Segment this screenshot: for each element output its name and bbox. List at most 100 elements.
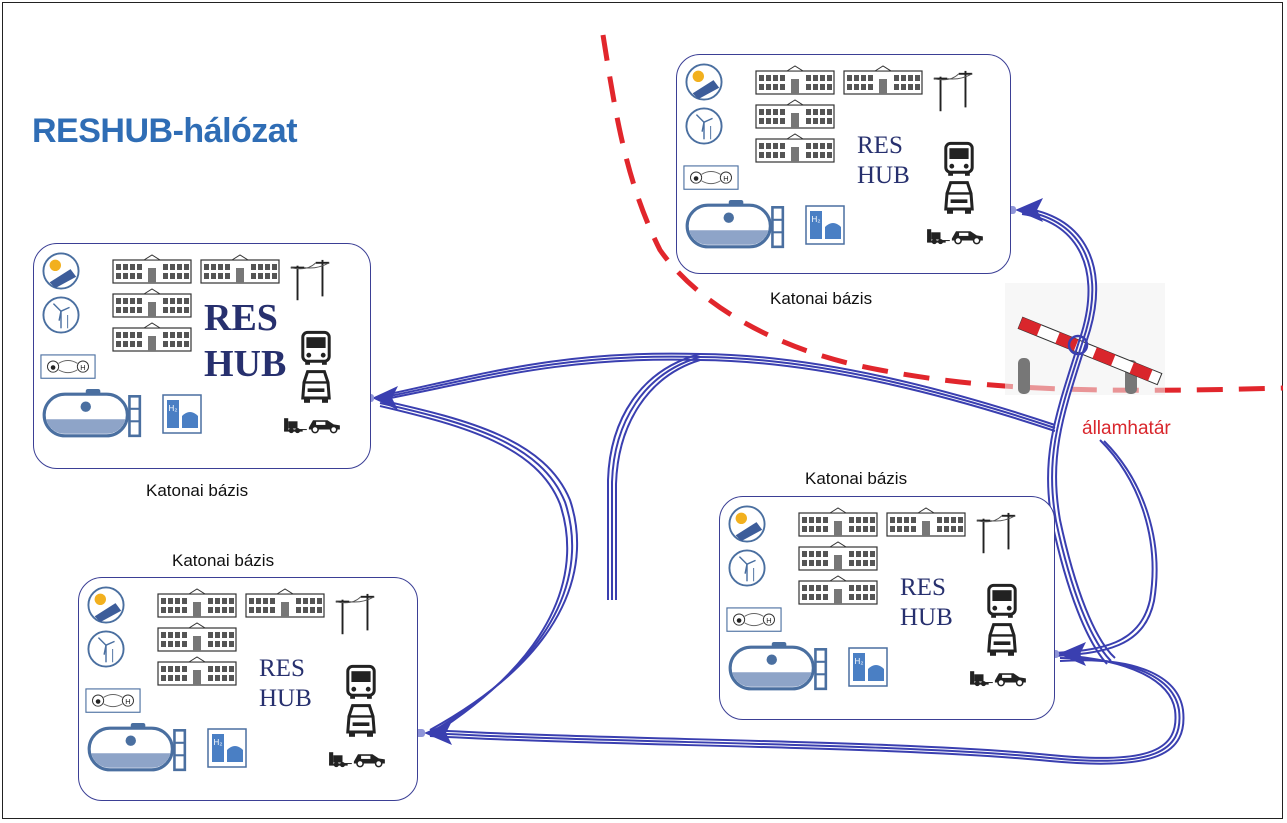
electrolyser-icon: H [726,607,782,632]
building-icon [112,254,192,284]
solar-panel-icon [87,586,125,624]
svg-text:H₂: H₂ [855,657,864,666]
pipeline-hub1-to-hub3 [379,399,579,731]
wind-turbine-icon [685,107,723,145]
border-barrier-icon [1005,283,1165,395]
building-icon [157,656,237,686]
bus-icon [987,583,1017,618]
building-icon [245,588,325,618]
solar-panel-icon [42,252,80,290]
building-icon [798,541,878,571]
building-icon [798,507,878,537]
building-icon [755,133,835,163]
power-line-icon [933,70,973,112]
building-icon [755,99,835,129]
forklift-car-icon [970,671,1026,687]
building-icon [843,65,923,95]
h2-fuel-station-icon: H₂ [805,205,845,245]
arrowhead-hub3 [424,721,452,745]
truck-icon [346,704,376,737]
svg-text:H₂: H₂ [812,215,821,224]
truck-icon [987,623,1017,656]
h2-fuel-station-icon: H₂ [162,394,202,434]
svg-text:H: H [125,697,130,706]
building-icon [755,65,835,95]
bus-icon [346,664,376,699]
hydrogen-tank-icon [685,200,785,249]
pipeline-trunk-hub2 [1021,207,1116,659]
power-line-icon [335,593,375,635]
building-icon [112,288,192,318]
pipeline-hub3-to-hub4-c [429,659,1185,765]
wind-turbine-icon [728,549,766,587]
pipeline-hub3-to-hub4-b [429,657,1181,762]
wind-turbine-icon [87,630,125,668]
state-border-line [600,34,1284,393]
diagram-title: RESHUB-hálózat [32,112,298,150]
building-icon [157,622,237,652]
forklift-car-icon [329,752,385,768]
pipeline-hub1-to-hub3-b [379,402,574,734]
hub-southwest-caption: Katonai bázis [172,551,275,570]
building-icon [798,575,878,605]
forklift-car-icon [284,418,340,434]
hub-label: RES HUB [259,654,312,714]
svg-text:H: H [80,363,85,372]
solar-panel-icon [685,63,723,101]
building-icon [886,507,966,537]
bus-icon [944,141,974,176]
power-line-icon [976,512,1016,554]
arrowhead-hub1 [372,386,398,410]
pipeline-junction-east [699,353,1056,426]
hydrogen-tank-icon [42,389,142,438]
hub-label: RES HUB [857,131,910,191]
electrolyser-icon: H [85,688,141,713]
hub-label-hub: HUB [204,342,287,385]
h2-fuel-station-icon: H₂ [207,728,247,768]
svg-text:H₂: H₂ [214,738,223,747]
hub-southwest: H H₂ [78,577,418,801]
arrowhead-hub4 [1058,642,1086,666]
electrolyser-icon: H [683,165,739,190]
pipeline-junction-down [607,353,701,600]
state-border-label: államhatár [1082,418,1171,439]
hub-label-res: RES [857,132,903,159]
pipeline-hub1-upper-b [379,355,701,399]
building-icon [200,254,280,284]
power-line-icon [290,259,330,301]
bus-icon [301,330,331,365]
building-icon [157,588,237,618]
hub-southeast: H H₂ [719,496,1055,720]
pipeline-trunk-hub2-c [1021,213,1108,665]
svg-text:H: H [766,616,771,625]
hydrogen-tank-icon [87,723,187,772]
pipeline-hub1-to-hub3-c [379,405,569,737]
pipeline-junction-east-b [699,356,1056,429]
hub-label-hub: HUB [259,685,312,712]
pipeline-hub3-to-hub4 [429,654,1177,759]
hub-label-res: RES [259,655,305,682]
solar-panel-icon [728,505,766,543]
hub-label-res: RES [900,574,946,601]
pipeline-trunk-hub2-b [1021,210,1112,662]
h2-fuel-station-icon: H₂ [848,647,888,687]
svg-text:H₂: H₂ [169,404,178,413]
pipeline-junction-down-c [615,359,701,600]
svg-text:H: H [723,174,728,183]
pipeline-hub1-upper [379,352,701,397]
building-icon [112,322,192,352]
pipeline-junction-down-b [611,356,701,600]
hub-label-res: RES [204,297,278,339]
hub-west: H H₂ [33,243,371,469]
hub-west-caption: Katonai bázis [146,481,249,500]
forklift-car-icon [927,229,983,245]
truck-icon [944,181,974,214]
hydrogen-tank-icon [728,642,828,691]
hub-label-hub: HUB [857,162,910,189]
wind-turbine-icon [42,296,80,334]
